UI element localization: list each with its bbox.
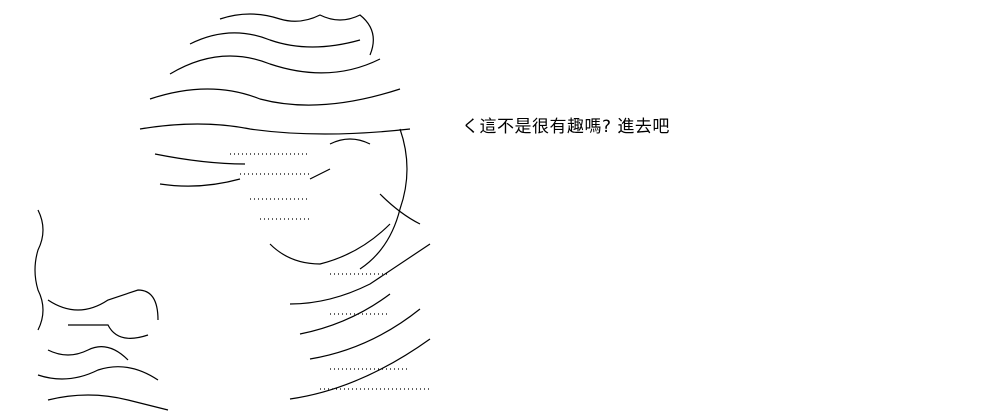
ascii-art-small-figure-icon (28, 200, 198, 415)
ascii-art-character-icon (130, 4, 460, 414)
speech-text: く這不是很有趣嗎? 進去吧 (462, 117, 670, 137)
